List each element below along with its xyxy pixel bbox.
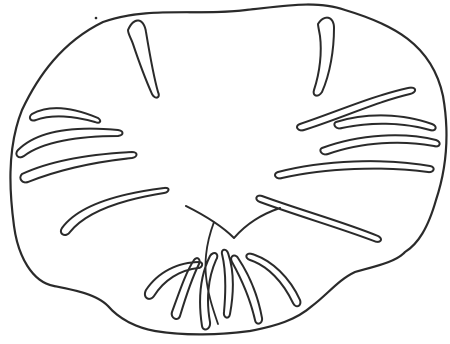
specimen-dot: [95, 17, 98, 20]
